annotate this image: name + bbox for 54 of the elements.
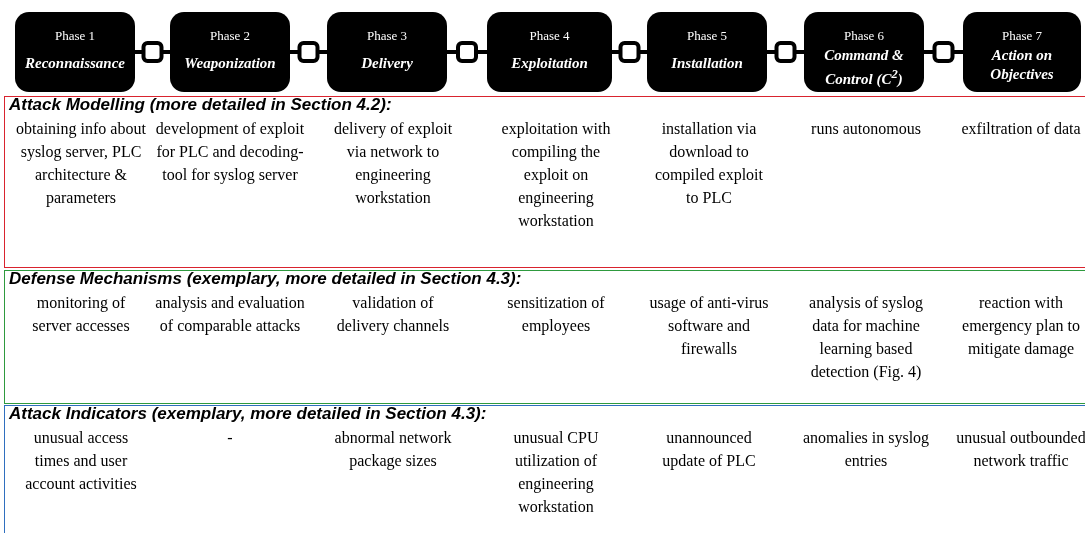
chain-link	[290, 41, 327, 63]
table-cell-text: analysis of syslog data for machine learning based detection (Fig. 4)	[808, 293, 924, 383]
phase-box	[487, 12, 612, 92]
chain-link	[135, 41, 170, 63]
table-band	[4, 96, 1085, 268]
phase-box	[15, 12, 135, 92]
table-cell-text: unusual outbounded network traffic	[955, 428, 1085, 471]
phase-name: Action on Objectives	[989, 46, 1055, 84]
phase-box	[170, 12, 290, 92]
table-cell-text: development of exploit for PLC and decoding-tool for syslog server	[155, 119, 305, 186]
chain-link	[447, 41, 487, 63]
section-heading: Defense Mechanisms (exemplary, more detailed in Section 4.3):	[9, 269, 522, 289]
phase-number: Phase 2	[208, 28, 252, 44]
phase-box	[647, 12, 767, 92]
phase-number: Phase 5	[685, 28, 729, 44]
table-cell-text: delivery of exploit via network to engineering workstation	[332, 119, 454, 208]
phase-name: Command & Control (C$^{2}$)	[823, 46, 905, 89]
phase-number: Phase 4	[528, 28, 571, 44]
phase-number: Phase 7	[1000, 28, 1044, 44]
table-cell-text: validation of delivery channels	[335, 293, 451, 337]
phase-box	[804, 12, 924, 92]
table-cell-text: installation via download to compiled exploit to PLC	[654, 119, 764, 208]
chain-link	[612, 41, 647, 63]
table-cell-text: analysis and evaluation of comparable attacks	[155, 293, 305, 337]
phase-number: Phase 3	[365, 28, 409, 44]
table-cell-text: obtaining info about syslog server, PLC architecture & parameters	[16, 119, 146, 209]
table-cell-text: anomalies in syslog entries	[801, 428, 931, 471]
phase-name: Reconnaissance	[24, 54, 126, 73]
table-cell-text: runs autonomous	[810, 119, 922, 139]
table-cell-text: abnormal network package sizes	[333, 428, 453, 472]
table-cell-text: exfiltration of data	[960, 119, 1082, 139]
table-cell-text: reaction with emergency plan to mitigate damage	[961, 293, 1081, 360]
chain-link	[924, 41, 963, 63]
phase-number: Phase 6	[842, 28, 886, 44]
table-cell-text: exploitation with compiling the exploit on engineering workstation	[500, 119, 612, 231]
chain-link	[767, 41, 804, 63]
phase-number: Phase 1	[53, 28, 97, 44]
section-heading: Attack Modelling (more detailed in Section 4.2):	[9, 95, 392, 115]
section-heading: Attack Indicators (exemplary, more detailed in Section 4.3):	[9, 404, 487, 424]
table-cell-text: -	[226, 428, 234, 448]
table-cell-text: unannounced update of PLC	[661, 428, 757, 472]
phase-box	[327, 12, 447, 92]
phase-name: Installation	[670, 54, 744, 73]
table-cell-text: unusual access times and user account activities	[24, 428, 138, 494]
table-cell-text: unusual CPU utilization of engineering workstation	[512, 428, 600, 517]
table-cell-text: sensitization of employees	[506, 293, 606, 337]
table-cell-text: usage of anti-virus software and firewalls	[649, 293, 769, 359]
table-band	[4, 270, 1085, 404]
phase-name: Exploitation	[510, 54, 589, 73]
phase-name: Delivery	[360, 54, 414, 73]
table-cell-text: monitoring of server accesses	[31, 293, 131, 336]
table-band	[4, 405, 1085, 533]
phase-box	[963, 12, 1081, 92]
phase-name: Weaponization	[183, 54, 277, 73]
